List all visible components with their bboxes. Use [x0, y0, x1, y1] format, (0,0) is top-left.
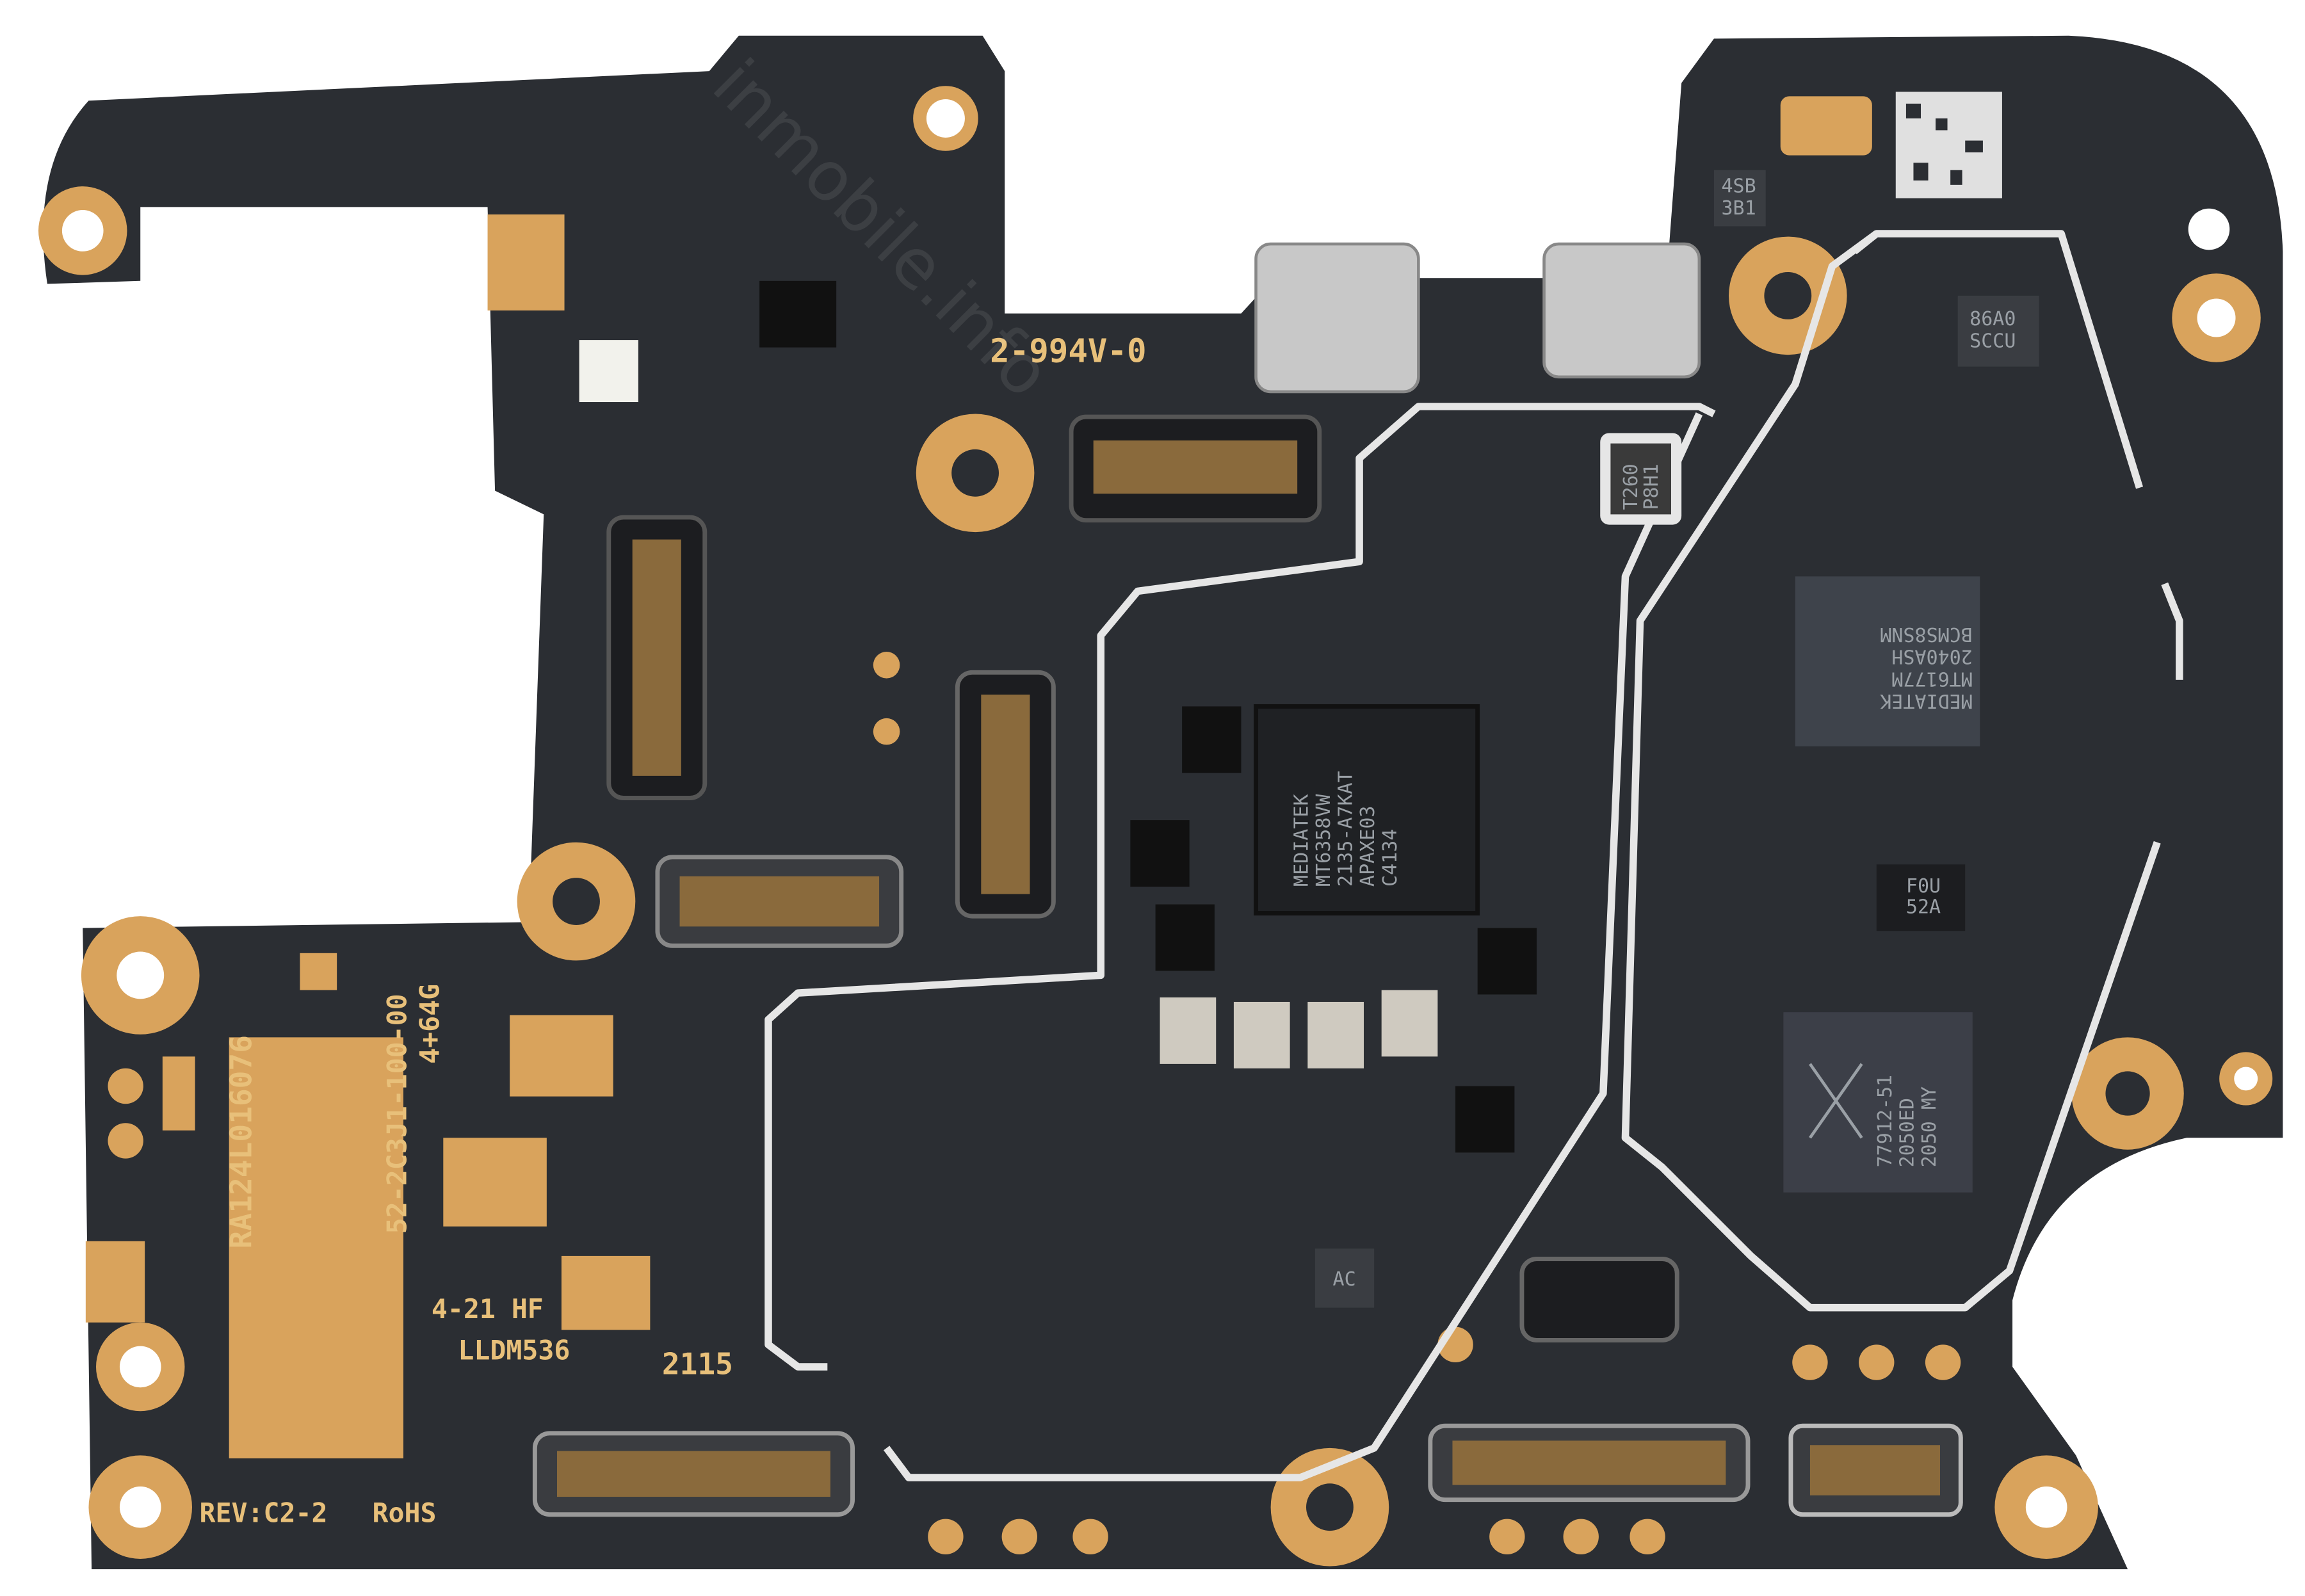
model-code: LLDM536 [458, 1334, 570, 1366]
soc-chip: MEDIATEK MT6358VW 2135-A7KAT APAXE03 C41… [1254, 704, 1480, 915]
pa-module-chip: 77912-51 2050ED 2050 MY [1783, 1012, 1973, 1193]
mounting-hole [1729, 236, 1847, 355]
board-outline [43, 35, 2283, 1570]
connector-small [1519, 1257, 1679, 1342]
chip-marking: 52A [1906, 896, 1941, 919]
chip-marking: 2050 MY [1918, 1086, 1941, 1167]
chip-marking: 77912-51 [1874, 1075, 1897, 1168]
mounting-hole [913, 86, 978, 151]
ul-mark: 2-994V-0 [990, 332, 1146, 370]
mounting-hole [1994, 1455, 2098, 1559]
rohs-mark: RoHS [373, 1497, 437, 1528]
shield-traces [764, 230, 2183, 1481]
chip-marking: 86A0 [1969, 308, 2016, 330]
mounting-hole [916, 414, 1035, 533]
flash-led [579, 340, 638, 403]
chip-marking: 3B1 [1721, 197, 1756, 220]
transceiver-chip: MEDIATEK MT6177M 2040ASH BCMS8SNM [1795, 576, 1980, 746]
ic-mid: F0U 52A [1876, 864, 1966, 931]
chip-marking: APAXE03 [1357, 806, 1379, 887]
chip-marking: MT6177M [1891, 667, 1972, 689]
chip-marking: 2040ASH [1891, 645, 1972, 668]
serial-number: RA124L016076 [223, 1035, 258, 1248]
chip-marking: 2135-A7KAT [1335, 771, 1357, 887]
chip-marking: C4134 [1379, 829, 1402, 887]
mounting-hole [2188, 208, 2230, 250]
part-number: 52-2C3J1-100-00 [382, 994, 413, 1234]
mounting-hole [2219, 1052, 2273, 1106]
gold-pads [85, 214, 1961, 1555]
chip-marking: MT6358VW [1313, 794, 1335, 887]
date-code: 4-21 HF [432, 1293, 544, 1325]
chip-marking: 4SB [1721, 175, 1756, 197]
week-code: 2115 [662, 1347, 733, 1382]
mounting-hole [2172, 273, 2261, 362]
shield-clips [1254, 242, 1701, 394]
mounting-hole [88, 1455, 192, 1559]
chip-marking: 2050ED [1896, 1098, 1918, 1167]
qr-code [1895, 92, 2002, 198]
chip-marking: F0U [1906, 875, 1941, 898]
mounting-hole [517, 842, 636, 961]
power-ics [759, 280, 1537, 1153]
mounting-hole [81, 916, 200, 1035]
chip-marking: AC [1333, 1268, 1356, 1291]
mounting-hole [38, 186, 127, 275]
mounting-holes [38, 86, 2273, 1567]
chip-marking: T260 [1620, 463, 1642, 510]
revision: REV:C2-2 [200, 1497, 328, 1528]
inductors [1160, 990, 1438, 1068]
ic-bottom: AC [1314, 1248, 1375, 1308]
mounting-hole [96, 1322, 185, 1412]
chip-marking: BCMS8SNM [1880, 623, 1973, 645]
memory-config: 4+64G [414, 984, 445, 1064]
crystal: T260 P8H1 [1600, 433, 1682, 525]
microphone [1780, 96, 1872, 156]
connectors [532, 414, 1963, 1517]
chip-marking: SCCU [1969, 330, 2016, 353]
chip-marking: P8H1 [1640, 463, 1663, 510]
chip-marking: MEDIATEK [1880, 689, 1973, 712]
small-ic-top: 86A0 SCCU [1957, 295, 2039, 367]
small-ic-left: 4SB 3B1 [1713, 170, 1766, 227]
mounting-hole [2071, 1037, 2184, 1150]
chip-marking: MEDIATEK [1290, 794, 1313, 887]
